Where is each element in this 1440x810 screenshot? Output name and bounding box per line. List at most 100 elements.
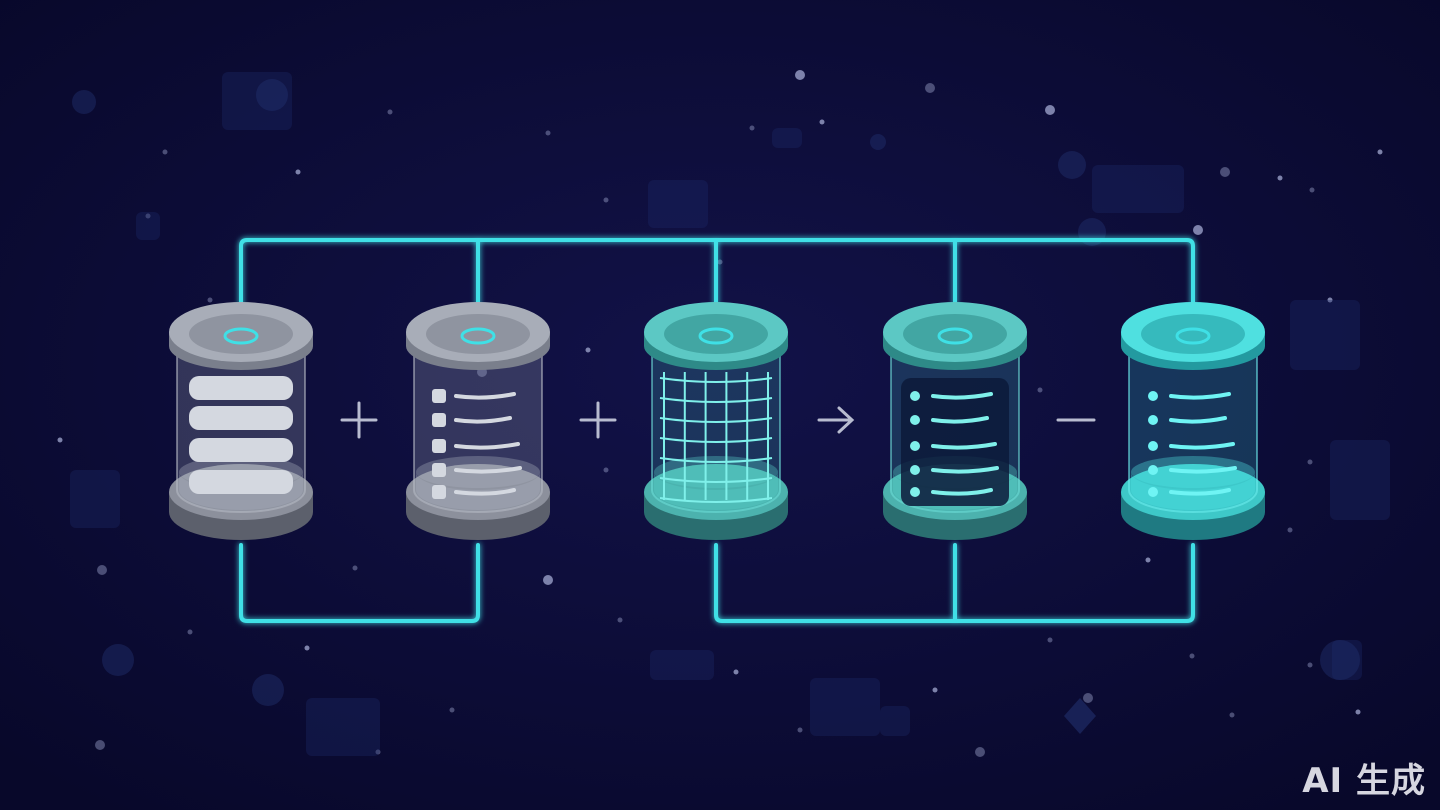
list-line: [454, 392, 516, 400]
cylinder-base: [644, 464, 788, 520]
faint-circle: [1058, 151, 1086, 179]
star-dot: [585, 347, 591, 353]
list-bullet: [1148, 441, 1158, 451]
grid-hline: [659, 437, 773, 443]
star-dot: [95, 740, 105, 750]
star-dot: [1037, 387, 1043, 393]
star-dot: [925, 83, 935, 93]
star-dot: [1193, 225, 1203, 235]
cylinder-port: [460, 327, 496, 345]
faint-circle: [1320, 640, 1360, 680]
operator-group: [340, 401, 1096, 439]
list-line: [1169, 392, 1231, 400]
plus-icon: [340, 401, 378, 439]
list-panel: [901, 378, 1009, 506]
star-dot: [207, 297, 213, 303]
cylinder-port: [937, 327, 973, 345]
list-line: [1169, 442, 1235, 450]
star-dot: [352, 565, 358, 571]
star-dot: [617, 617, 623, 623]
cylinder-raw-storage: [169, 302, 313, 540]
cylinder-list-output-b: [1121, 302, 1265, 540]
plus-icon: [579, 401, 617, 439]
star-dot: [1307, 662, 1313, 668]
bullet-list-icon: [1148, 391, 1237, 497]
list-bullet: [910, 391, 920, 401]
cylinder-port: [1175, 327, 1211, 345]
faint-block: [880, 706, 910, 736]
star-dot: [187, 629, 193, 635]
star-dot: [545, 130, 551, 136]
cylinder-group: [169, 302, 1265, 540]
list-line: [931, 442, 997, 450]
faint-block: [1092, 165, 1184, 213]
faint-block: [648, 180, 708, 228]
list-line: [931, 392, 993, 400]
list-line: [931, 416, 989, 424]
background-decorations: [57, 70, 1390, 757]
star-dot: [795, 70, 805, 80]
star-dot: [932, 687, 938, 693]
list-bullet: [910, 415, 920, 425]
list-bullet: [432, 485, 446, 499]
list-bullet: [910, 465, 920, 475]
star-dot: [1277, 175, 1283, 181]
star-dot: [1307, 459, 1313, 465]
grid-hline: [659, 477, 773, 483]
bullet-list-icon: [901, 378, 1009, 506]
star-dot: [1045, 105, 1055, 115]
ai-generated-watermark: AI 生成: [1302, 761, 1426, 801]
connector-lines: [239, 238, 1195, 623]
faint-block: [222, 72, 292, 130]
star-dot: [375, 749, 381, 755]
grid-hline: [659, 377, 773, 383]
cylinder-cap-inner: [189, 314, 293, 354]
star-dot: [1327, 297, 1333, 303]
star-dot: [749, 125, 755, 131]
star-dot: [975, 747, 985, 757]
cylinder-grid-storage: [644, 302, 788, 540]
star-dot: [162, 149, 168, 155]
star-dot: [1189, 653, 1195, 659]
faint-circle: [870, 134, 886, 150]
list-bullet: [432, 389, 446, 403]
star-dot: [1145, 557, 1151, 563]
arrow-head: [837, 406, 855, 434]
list-bullet: [1148, 415, 1158, 425]
slab: [189, 406, 293, 430]
grid-mesh-icon: [659, 372, 773, 503]
cylinder-liquid-top: [654, 456, 778, 488]
bottom-link-left: [239, 543, 480, 623]
faint-block: [1290, 300, 1360, 370]
star-dot: [97, 565, 107, 575]
star-dot: [1220, 167, 1230, 177]
list-bullet: [910, 441, 920, 451]
list-bullet: [432, 439, 446, 453]
star-dot: [543, 575, 553, 585]
star-dot: [819, 119, 825, 125]
list-line: [454, 488, 516, 496]
slab: [189, 376, 293, 400]
list-bullet: [1148, 391, 1158, 401]
list-bullet: [910, 487, 920, 497]
slab: [189, 470, 293, 494]
star-dot: [603, 197, 609, 203]
bullet-list-icon: [432, 389, 522, 499]
grid-hline: [659, 417, 773, 423]
stacked-slabs-icon: [189, 376, 293, 494]
grid-hline: [659, 457, 773, 463]
star-dot: [1083, 693, 1093, 703]
star-dot: [1377, 149, 1383, 155]
cylinder-list-output-a: [883, 302, 1027, 540]
faint-circle: [102, 644, 134, 676]
list-line: [1169, 416, 1227, 424]
cylinder-liquid: [1131, 472, 1255, 510]
faint-diamond: [1064, 698, 1096, 734]
cylinder-port: [698, 327, 734, 345]
cylinder-cap-inner: [1141, 314, 1245, 354]
star-dot: [1229, 712, 1235, 718]
cylinder-cap-inner: [426, 314, 530, 354]
faint-block: [136, 212, 160, 240]
